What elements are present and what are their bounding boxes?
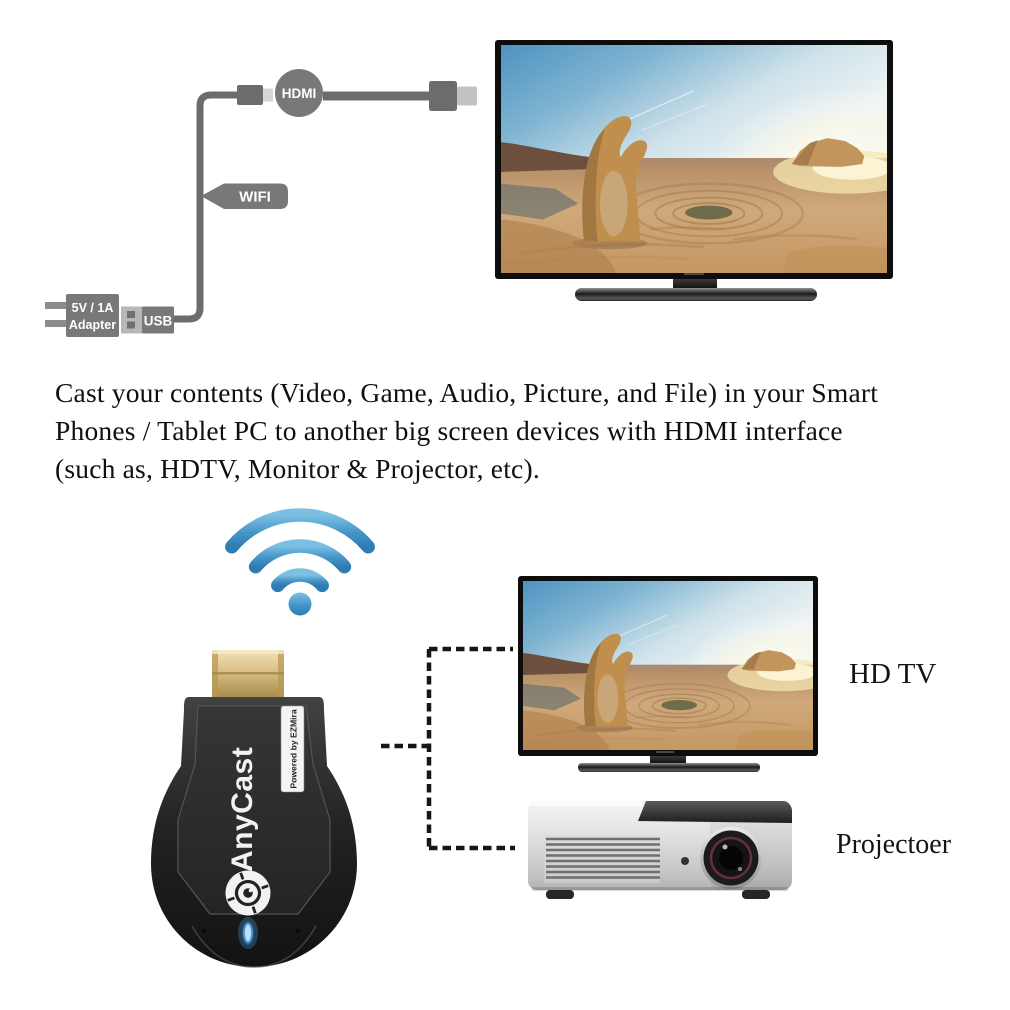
hdmi-plug-icon [429, 81, 457, 111]
projector-foot [742, 890, 770, 899]
usb-label-box [142, 306, 174, 334]
projector-ir-dot [681, 857, 689, 865]
tv-brand-mark [656, 751, 674, 753]
adapter-label-line1: 5V / 1A [72, 301, 114, 315]
tv-brand-mark [684, 273, 704, 275]
hdmi-plug-tip [457, 86, 477, 106]
description-line-3: (such as, HDTV, Monitor & Projector, etc… [55, 453, 540, 484]
wifi-icon [225, 508, 375, 616]
usb-contact [127, 321, 135, 329]
projector-label: Projectoer [836, 829, 952, 860]
wifi-tag [201, 183, 288, 209]
hdmi-gold-connector [212, 650, 284, 698]
projector-lens-icon [700, 827, 762, 889]
projector-bottom-shadow [532, 887, 788, 891]
anycast-dongle: Powered by EZMira AnyCast [151, 650, 357, 968]
projector-top-panel [638, 801, 792, 823]
hdtv-screen-desert-image [523, 581, 813, 750]
mini-hdmi-tip [263, 88, 273, 102]
hdtv-stand-neck [650, 756, 686, 764]
adapter-label-line2: Adapter [69, 318, 116, 332]
tv-top-stand-neck [673, 279, 717, 289]
connection-diagram: 5V / 1A Adapter USB WIFI HDMI [45, 69, 477, 337]
projector-foot [546, 890, 574, 899]
dongle-logo-icon [225, 870, 271, 916]
usb-plug-icon [121, 306, 142, 334]
wifi-tag-label: WIFI [239, 189, 271, 206]
powered-by-label [280, 705, 305, 793]
projector-top-highlight [530, 801, 642, 806]
adapter-prong-icon [45, 320, 67, 327]
usb-contact [127, 311, 135, 318]
powered-by-text: Powered by EZMira [289, 709, 299, 788]
projector [528, 801, 792, 899]
hdmi-circle-badge [275, 69, 323, 117]
screw-dot [201, 928, 207, 934]
hd-tv-label: HD TV [849, 658, 937, 690]
power-adapter-box [66, 294, 119, 337]
adapter-prong-icon [45, 302, 67, 309]
anycast-brand-text: AnyCast [226, 747, 259, 872]
dongle-rim-highlight [191, 925, 317, 968]
screw-dot [295, 928, 301, 934]
usb-label: USB [144, 314, 173, 329]
power-cable [174, 91, 237, 323]
hdtv-stand-base [578, 763, 760, 772]
description-line-1: Cast your contents (Video, Game, Audio, … [55, 377, 879, 408]
projector-vents [544, 835, 660, 883]
led-indicator [238, 917, 258, 949]
hdmi-badge-label: HDMI [282, 86, 317, 101]
mini-hdmi-connector-icon [237, 85, 263, 105]
tv-top-stand-base [575, 288, 817, 301]
tv-top-screen-desert-image [501, 45, 887, 273]
description-line-2: Phones / Tablet PC to another big screen… [55, 415, 843, 446]
